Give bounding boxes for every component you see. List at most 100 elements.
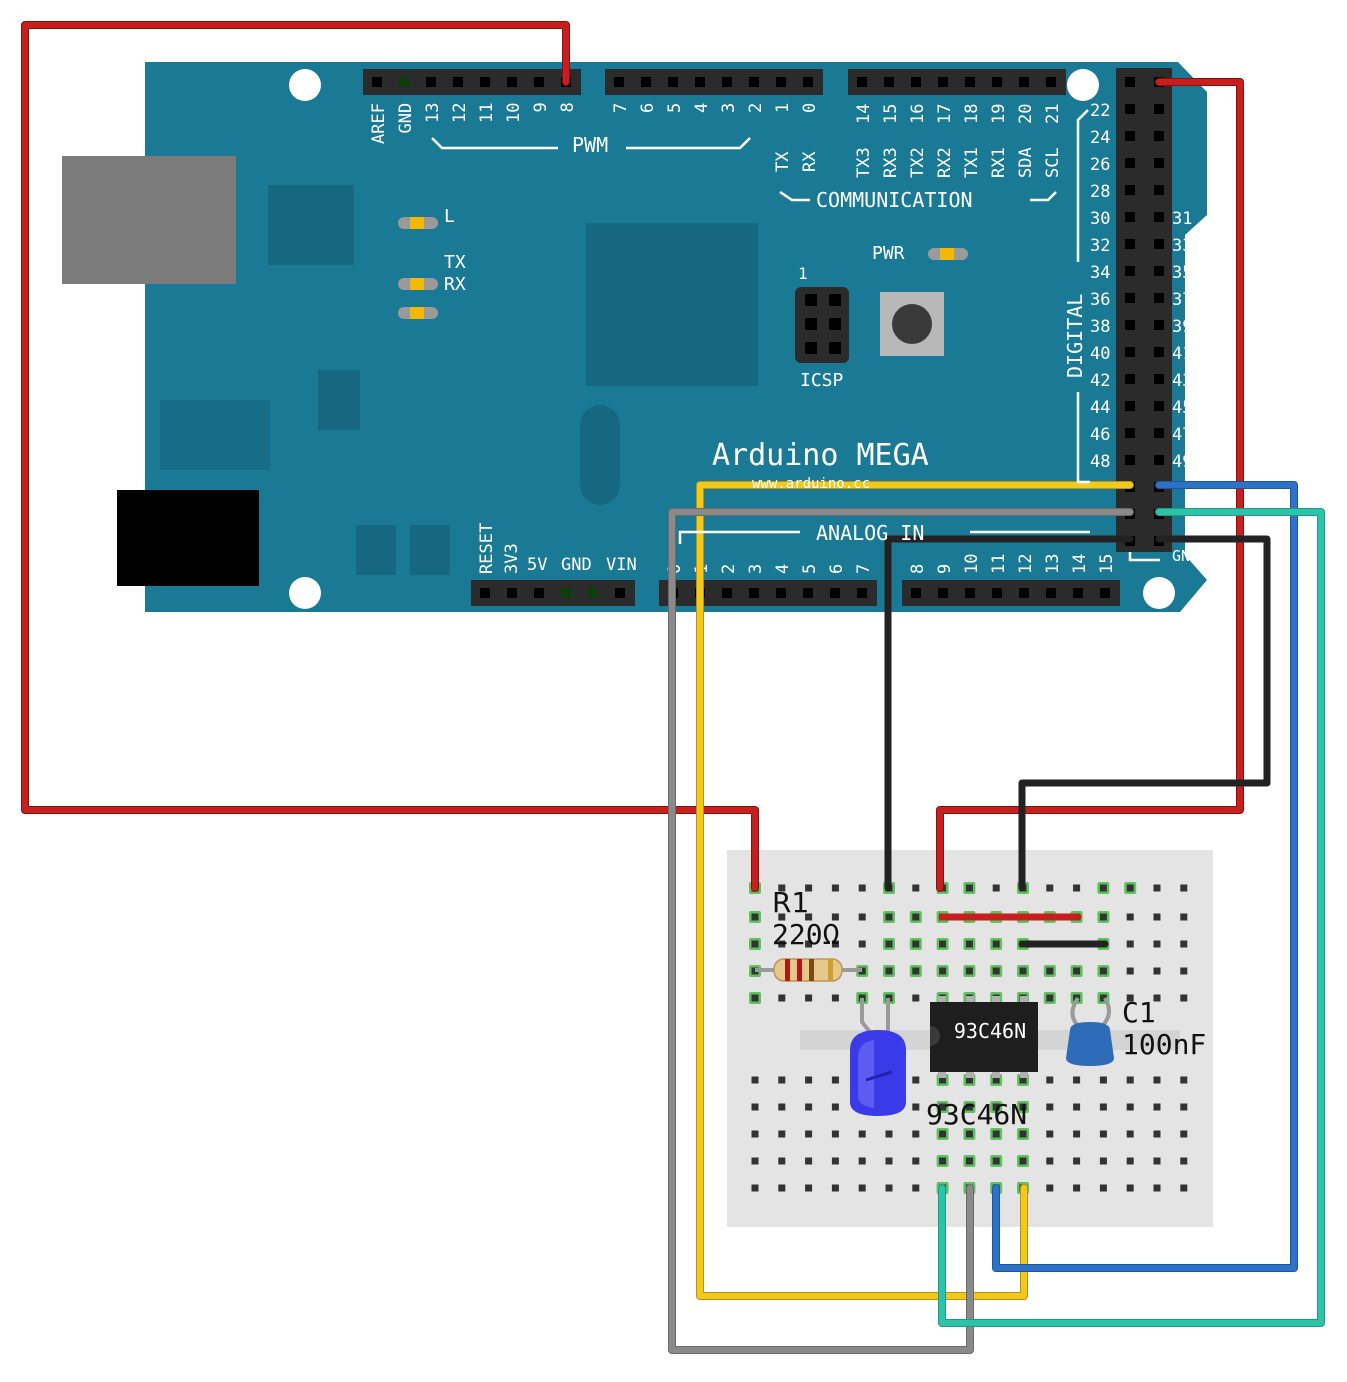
bb-hole — [1153, 1076, 1161, 1084]
wire-red-pin8-hl — [22, 22, 758, 891]
bb-hole — [858, 1130, 866, 1138]
pin-label: RX3 — [881, 147, 901, 178]
bb-hole — [1099, 967, 1107, 975]
bb-hole — [1126, 1157, 1134, 1165]
analog-pin-label: 14 — [1070, 554, 1090, 574]
header-power — [471, 580, 635, 606]
icsp-pin1-label: 1 — [798, 264, 808, 283]
chip-leg — [966, 1070, 974, 1078]
pin-label: TX2 — [908, 147, 928, 178]
analog-pin-label: 6 — [827, 564, 847, 574]
analog-pin-label: 11 — [989, 554, 1009, 574]
reset-button-cap[interactable] — [892, 304, 932, 344]
wire-yellow-hl — [697, 482, 1133, 1299]
digital-pin-label: 40 — [1090, 344, 1110, 364]
digital-pin-label: 43 — [1172, 371, 1192, 391]
bb-hole — [1180, 1076, 1188, 1084]
header-pin — [884, 77, 894, 87]
bb-hole — [1046, 1184, 1054, 1192]
wire-gray-hl — [669, 509, 1133, 1353]
bb-hole — [751, 1103, 759, 1111]
bb-hole — [912, 1130, 920, 1138]
pin-label: 3 — [719, 103, 739, 113]
bb-hole — [885, 940, 893, 948]
wire-red-power-hl — [937, 79, 1243, 891]
bb-hole — [1180, 1184, 1188, 1192]
bb-hole — [1153, 1130, 1161, 1138]
eeprom-chip: 93C46N — [930, 996, 1038, 1078]
pin-label: 7 — [611, 103, 631, 113]
mounting-hole — [1067, 69, 1099, 101]
bb-hole — [1126, 1130, 1134, 1138]
bb-hole — [831, 1157, 839, 1165]
header-pin — [426, 77, 436, 87]
led-pwr-core — [940, 248, 954, 260]
pin-label: AREF — [369, 103, 389, 144]
bb-hole — [1046, 967, 1054, 975]
wires — [21, 21, 1325, 1354]
pin-label: 2 — [746, 103, 766, 113]
pin-label: SDA — [1016, 147, 1036, 178]
power-pin-label: 3V3 — [502, 543, 522, 574]
chip-leg — [1020, 1070, 1028, 1078]
wire-blue-hl — [993, 482, 1297, 1271]
bb-hole — [751, 1076, 759, 1084]
bb-hole — [1099, 1076, 1107, 1084]
header-pin — [1154, 293, 1164, 303]
bb-hole — [1099, 1103, 1107, 1111]
bb-hole — [1073, 967, 1081, 975]
bb-hole — [1126, 1184, 1134, 1192]
header-pin — [1125, 401, 1135, 411]
bb-hole — [1019, 1130, 1027, 1138]
header-pin — [911, 77, 921, 87]
bb-hole — [912, 884, 920, 892]
bb-hole — [1180, 884, 1188, 892]
header-pin — [965, 77, 975, 87]
bb-hole — [1019, 1157, 1027, 1165]
bb-hole — [912, 1103, 920, 1111]
bb-hole — [831, 1130, 839, 1138]
bb-hole — [831, 1076, 839, 1084]
pin-label: 9 — [531, 102, 551, 112]
header-pin — [453, 77, 463, 87]
pin-label: 11 — [477, 103, 497, 123]
bb-hole — [1073, 1184, 1081, 1192]
led-rx-core — [410, 307, 424, 319]
header-pin — [695, 77, 705, 87]
bb-hole — [1153, 913, 1161, 921]
header-pin — [830, 588, 840, 598]
header-analog-b — [902, 580, 1120, 606]
bb-hole — [831, 1184, 839, 1192]
bb-hole — [805, 884, 813, 892]
bb-hole — [912, 1184, 920, 1192]
bb-hole — [1126, 967, 1134, 975]
resistor-r1 — [755, 958, 862, 982]
chip-leg — [992, 1070, 1000, 1078]
header-pin — [803, 588, 813, 598]
bb-hole — [805, 940, 813, 948]
header-pin — [992, 77, 1002, 87]
bb-hole — [1180, 967, 1188, 975]
bb-hole — [965, 1157, 973, 1165]
bb-hole — [965, 1130, 973, 1138]
board-brackets — [431, 109, 1160, 562]
header-pin — [1125, 158, 1135, 168]
pin-label: SCL — [1043, 147, 1063, 178]
bb-hole — [939, 967, 947, 975]
digital-pin-label: 42 — [1090, 371, 1110, 391]
bb-hole — [778, 1184, 786, 1192]
bb-hole — [751, 940, 759, 948]
pin-label: 19 — [989, 104, 1009, 124]
bb-hole — [831, 913, 839, 921]
bb-hole — [885, 913, 893, 921]
header-pin — [1125, 77, 1135, 87]
bb-hole — [1099, 1157, 1107, 1165]
digital-pin-label: 41 — [1172, 344, 1192, 364]
board-feature — [410, 525, 450, 575]
power-pin-label: RESET — [477, 523, 497, 574]
bb-hole — [778, 884, 786, 892]
header-pin — [1154, 401, 1164, 411]
bb-hole — [1153, 994, 1161, 1002]
header-pin — [776, 77, 786, 87]
icsp-pin — [805, 318, 817, 330]
